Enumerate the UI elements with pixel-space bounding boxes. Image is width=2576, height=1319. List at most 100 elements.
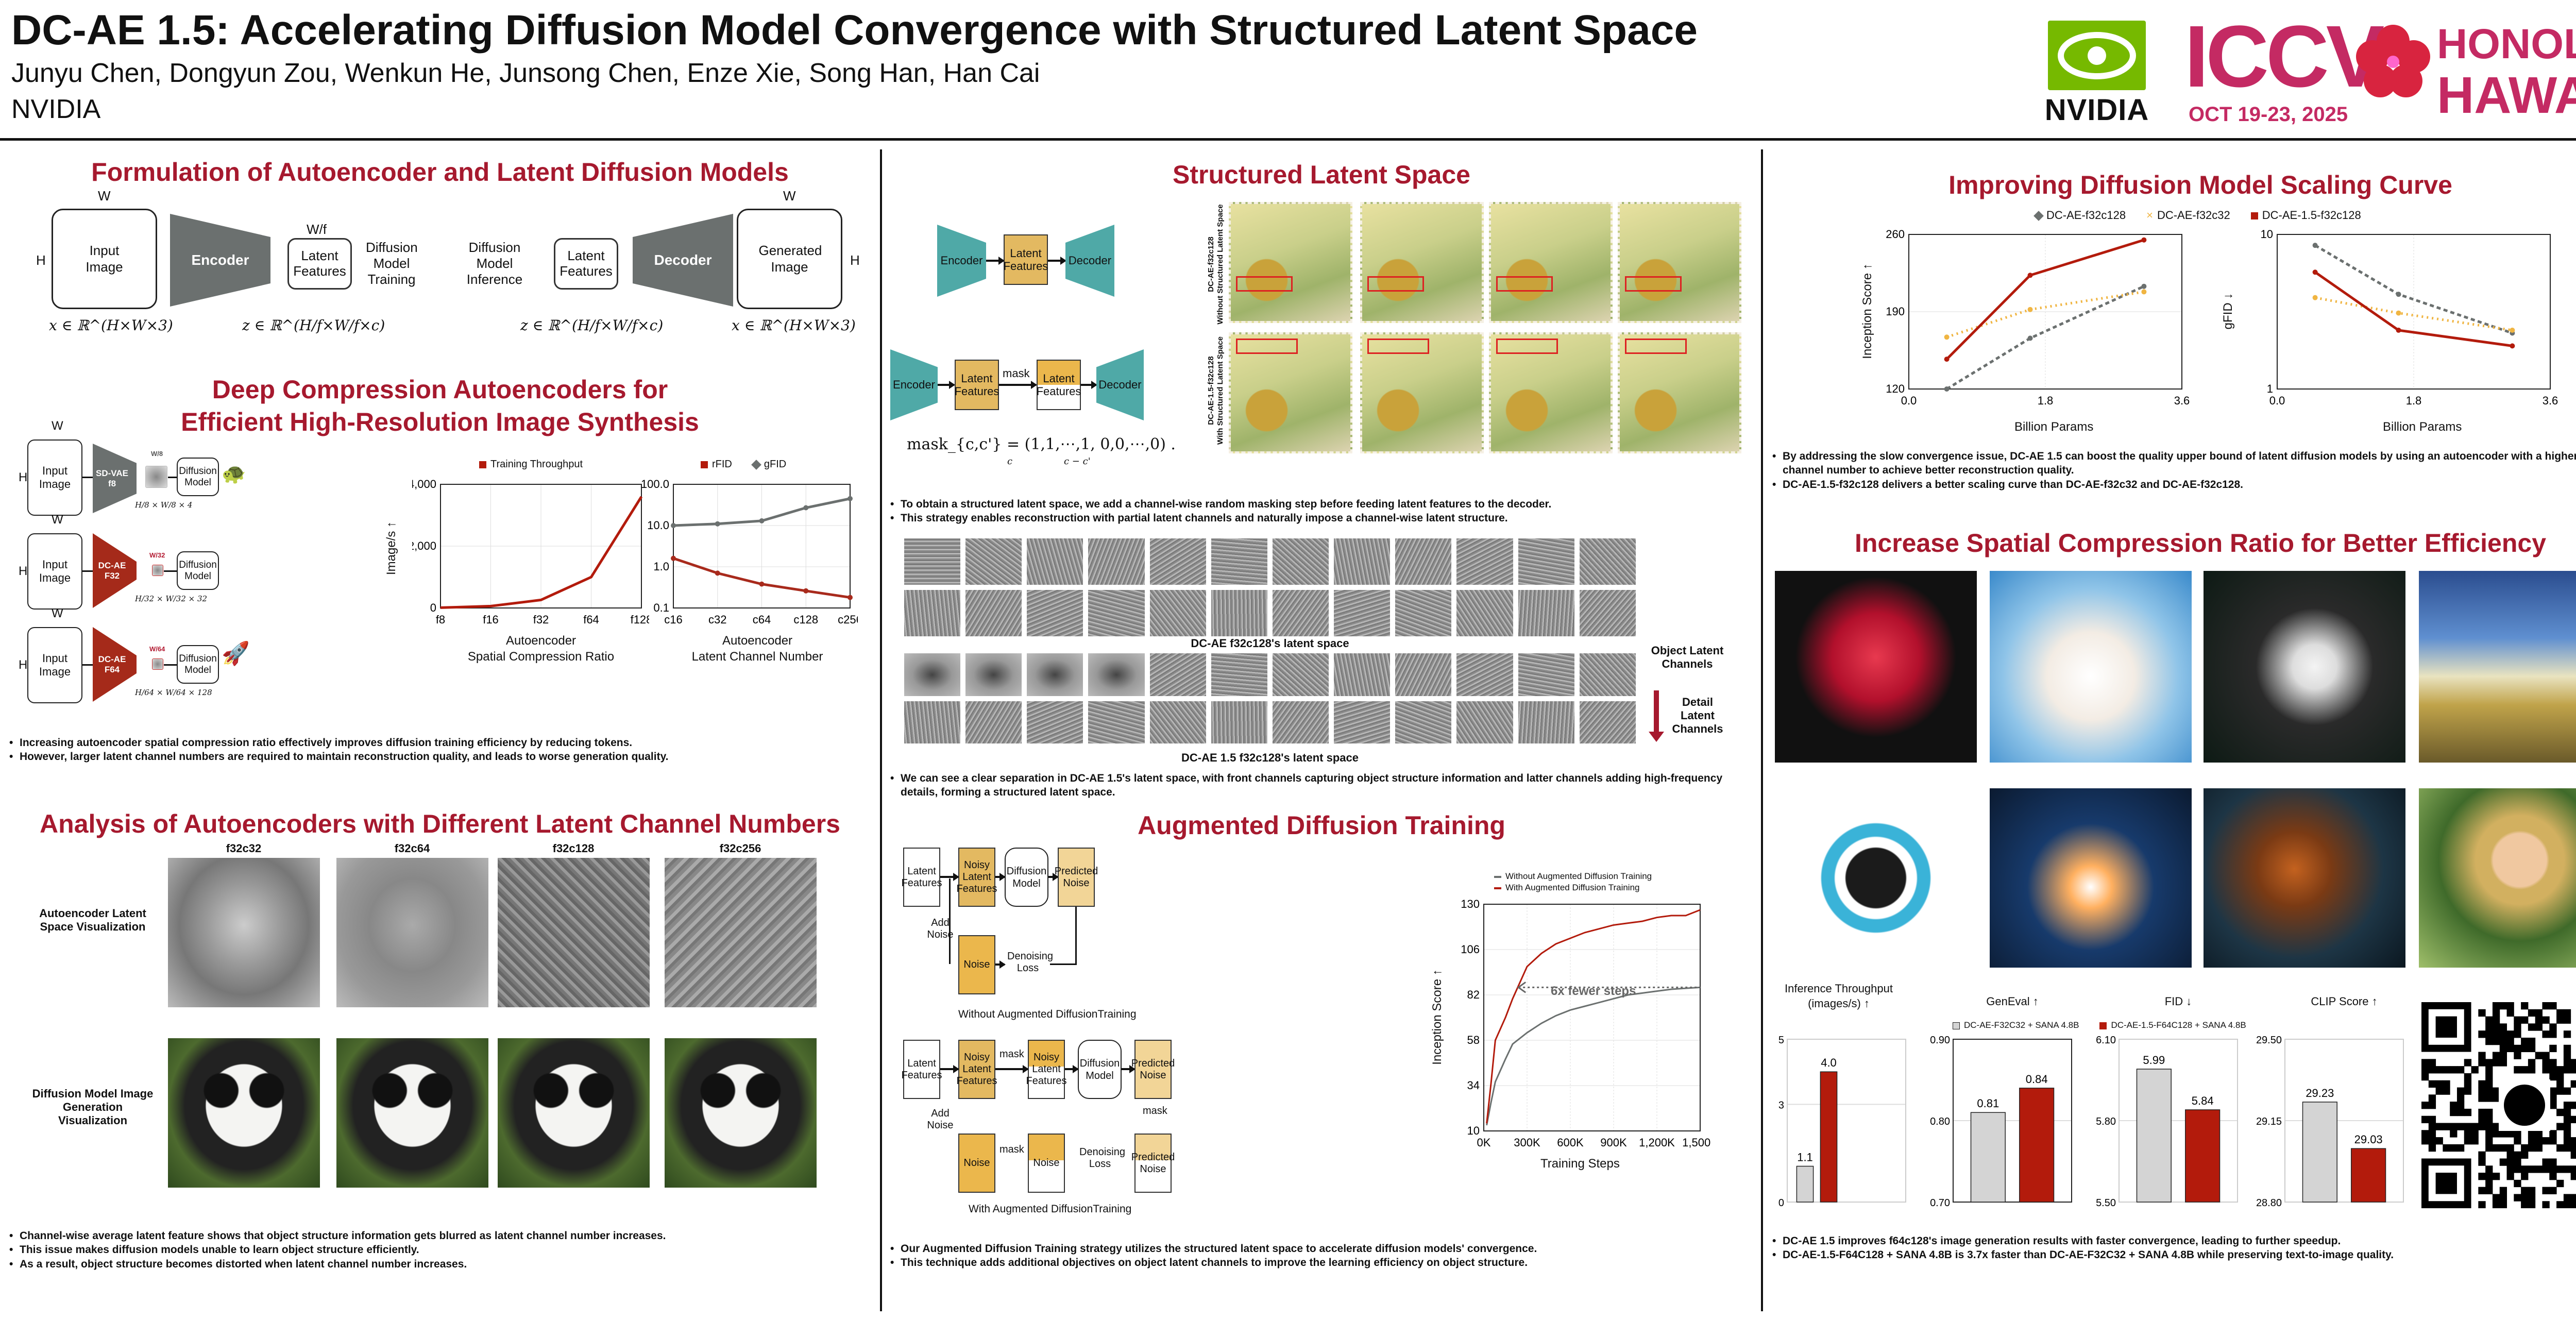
height-label: H <box>36 252 46 268</box>
latent-channel-tile <box>1395 590 1452 636</box>
x-tick-label: 3.6 <box>2543 394 2558 407</box>
x-axis-label: Billion Params <box>2014 420 2094 434</box>
header-divider <box>0 138 2576 141</box>
latent-visualization <box>168 858 320 1007</box>
chart-legend: Without Augmented Diffusion Training Wit… <box>1494 871 1652 893</box>
latent-channel-tile <box>1518 653 1574 696</box>
stamp-reconstruction-image <box>1489 202 1613 323</box>
mask-label: mask <box>999 1049 1024 1060</box>
decoder-block: Decoder <box>633 214 733 307</box>
data-point <box>1944 386 1950 392</box>
latent-channel-tile <box>1211 590 1267 636</box>
y-tick-label: 120 <box>1886 382 1905 395</box>
noisy-latent-box: Noisy Latent Features <box>957 848 997 907</box>
y-tick-label: 190 <box>1886 305 1905 318</box>
legend-swatch <box>479 461 486 468</box>
iccv-dates: OCT 19-23, 2025 <box>2189 103 2348 126</box>
section-title-augmented: Augmented Diffusion Training <box>1138 811 1505 840</box>
bar <box>2302 1102 2337 1203</box>
column-divider <box>1761 149 1763 1311</box>
latent-channel-tile <box>965 590 1022 636</box>
x-tick-label: 900K <box>1600 1136 1627 1149</box>
latent-visualization <box>498 858 650 1007</box>
y-tick-label: 1.0 <box>653 560 669 573</box>
data-point <box>2312 269 2318 275</box>
latent-width-label: W/f <box>307 222 327 237</box>
latent-channel-tile <box>965 701 1022 743</box>
section-title-scaling: Improving Diffusion Model Scaling Curve <box>1948 171 2452 199</box>
qr-code[interactable] <box>2421 1002 2576 1208</box>
x-tick-label: f128 <box>631 613 649 626</box>
row-label: Autoencoder Latent Space Visualization <box>39 907 146 933</box>
latent-channel-tile <box>904 538 961 585</box>
mask-label: mask <box>1003 367 1030 380</box>
data-point <box>848 595 853 600</box>
x-tick-label: f64 <box>583 613 599 626</box>
annotation-arrowhead <box>1517 982 1527 993</box>
y-tick-label: 29.15 <box>2257 1116 2282 1127</box>
mask-brace-label: c <box>1007 456 1013 467</box>
data-point <box>2510 327 2515 333</box>
bullet: DC-AE 1.5 improves f64c128's image gener… <box>1772 1234 2576 1248</box>
latent-channel-tile <box>1579 590 1636 636</box>
section-title-analysis: Analysis of Autoencoders with Different … <box>40 809 840 838</box>
x-axis-label: Training Steps <box>1540 1157 1620 1171</box>
shape-label: H/8 × W/8 × 4 <box>135 500 193 510</box>
latent-channel-tile <box>1149 701 1206 743</box>
latent-thumbnail <box>152 565 163 576</box>
latent-channel-tile <box>1334 538 1391 585</box>
bullet: DC-AE-1.5-f32c128 delivers a better scal… <box>1772 478 2576 492</box>
plot-frame <box>440 484 642 608</box>
section-title-deep-compression: Deep Compression Autoencoders for Effici… <box>0 374 880 438</box>
bullet: Increasing autoencoder spatial compressi… <box>9 736 875 750</box>
latent-thumbnail <box>152 658 163 670</box>
stamp-text-box <box>1236 276 1293 292</box>
authors: Junyu Chen, Dongyun Zou, Wenkun He, Juns… <box>11 58 1040 88</box>
latent-width-label: W/32 <box>149 551 165 559</box>
bar <box>1796 1165 1814 1203</box>
latent-features-box: Latent Features <box>1004 234 1048 285</box>
latent-visualization <box>336 858 488 1007</box>
arrow <box>1065 1065 1079 1073</box>
y-tick-label: 130 <box>1461 898 1480 910</box>
bullet: By addressing the slow convergence issue… <box>1772 449 2576 478</box>
latent-channel-tile <box>1027 701 1083 743</box>
bar <box>1820 1071 1838 1203</box>
y-axis-label: Image/s ↑ <box>384 521 398 576</box>
section-title-formulation: Formulation of Autoencoder and Latent Di… <box>91 158 789 187</box>
latent-channel-tile <box>1272 590 1329 636</box>
latent-channel-tile <box>965 538 1022 585</box>
iccv-logo: ICCV OCT 19-23, 2025 HONOLULU HAWAII <box>2184 13 2576 131</box>
masked-noisy-latent-box: Noisy Latent Features <box>1026 1040 1066 1099</box>
column-label: f32c64 <box>394 842 430 855</box>
y-tick-label: 106 <box>1461 943 1480 956</box>
data-point <box>2027 307 2033 312</box>
latent-math: z ∈ ℝ^(H/f×W/f×c) <box>520 317 664 334</box>
bullet: Our Augmented Diffusion Training strateg… <box>890 1242 1756 1256</box>
y-tick-label: 5.50 <box>2096 1197 2116 1209</box>
generated-image-box: Generated Image <box>737 209 842 309</box>
data-point <box>2027 335 2033 341</box>
plot-frame <box>2277 234 2551 390</box>
diffusion-model-box: Diffusion Model <box>177 645 219 684</box>
data-point <box>848 496 853 501</box>
title-line: Efficient High-Resolution Image Synthesi… <box>181 407 699 436</box>
width-label: W <box>52 513 63 527</box>
y-tick-label: 1 <box>2267 382 2273 395</box>
y-axis-label: gFID ↓ <box>2221 293 2235 330</box>
data-point <box>2396 327 2401 333</box>
series-line <box>440 496 643 609</box>
data-point <box>671 523 676 528</box>
affiliation: NVIDIA <box>11 94 101 124</box>
x-tick-label: 0.0 <box>2269 394 2285 407</box>
latent-math: z ∈ ℝ^(H/f×W/f×c) <box>242 317 385 334</box>
denoising-loss-label: Denoising Loss <box>1007 951 1053 974</box>
decoder-block: Decoder <box>1065 225 1114 297</box>
plot-frame <box>1908 234 2182 390</box>
plot-frame <box>1787 1039 1906 1203</box>
bullet: We can see a clear separation in DC-AE 1… <box>890 771 1756 800</box>
latent-channel-tile <box>1027 538 1083 585</box>
arrow <box>995 960 1006 969</box>
x-tick-label: c16 <box>664 613 682 626</box>
data-point <box>2141 289 2147 295</box>
